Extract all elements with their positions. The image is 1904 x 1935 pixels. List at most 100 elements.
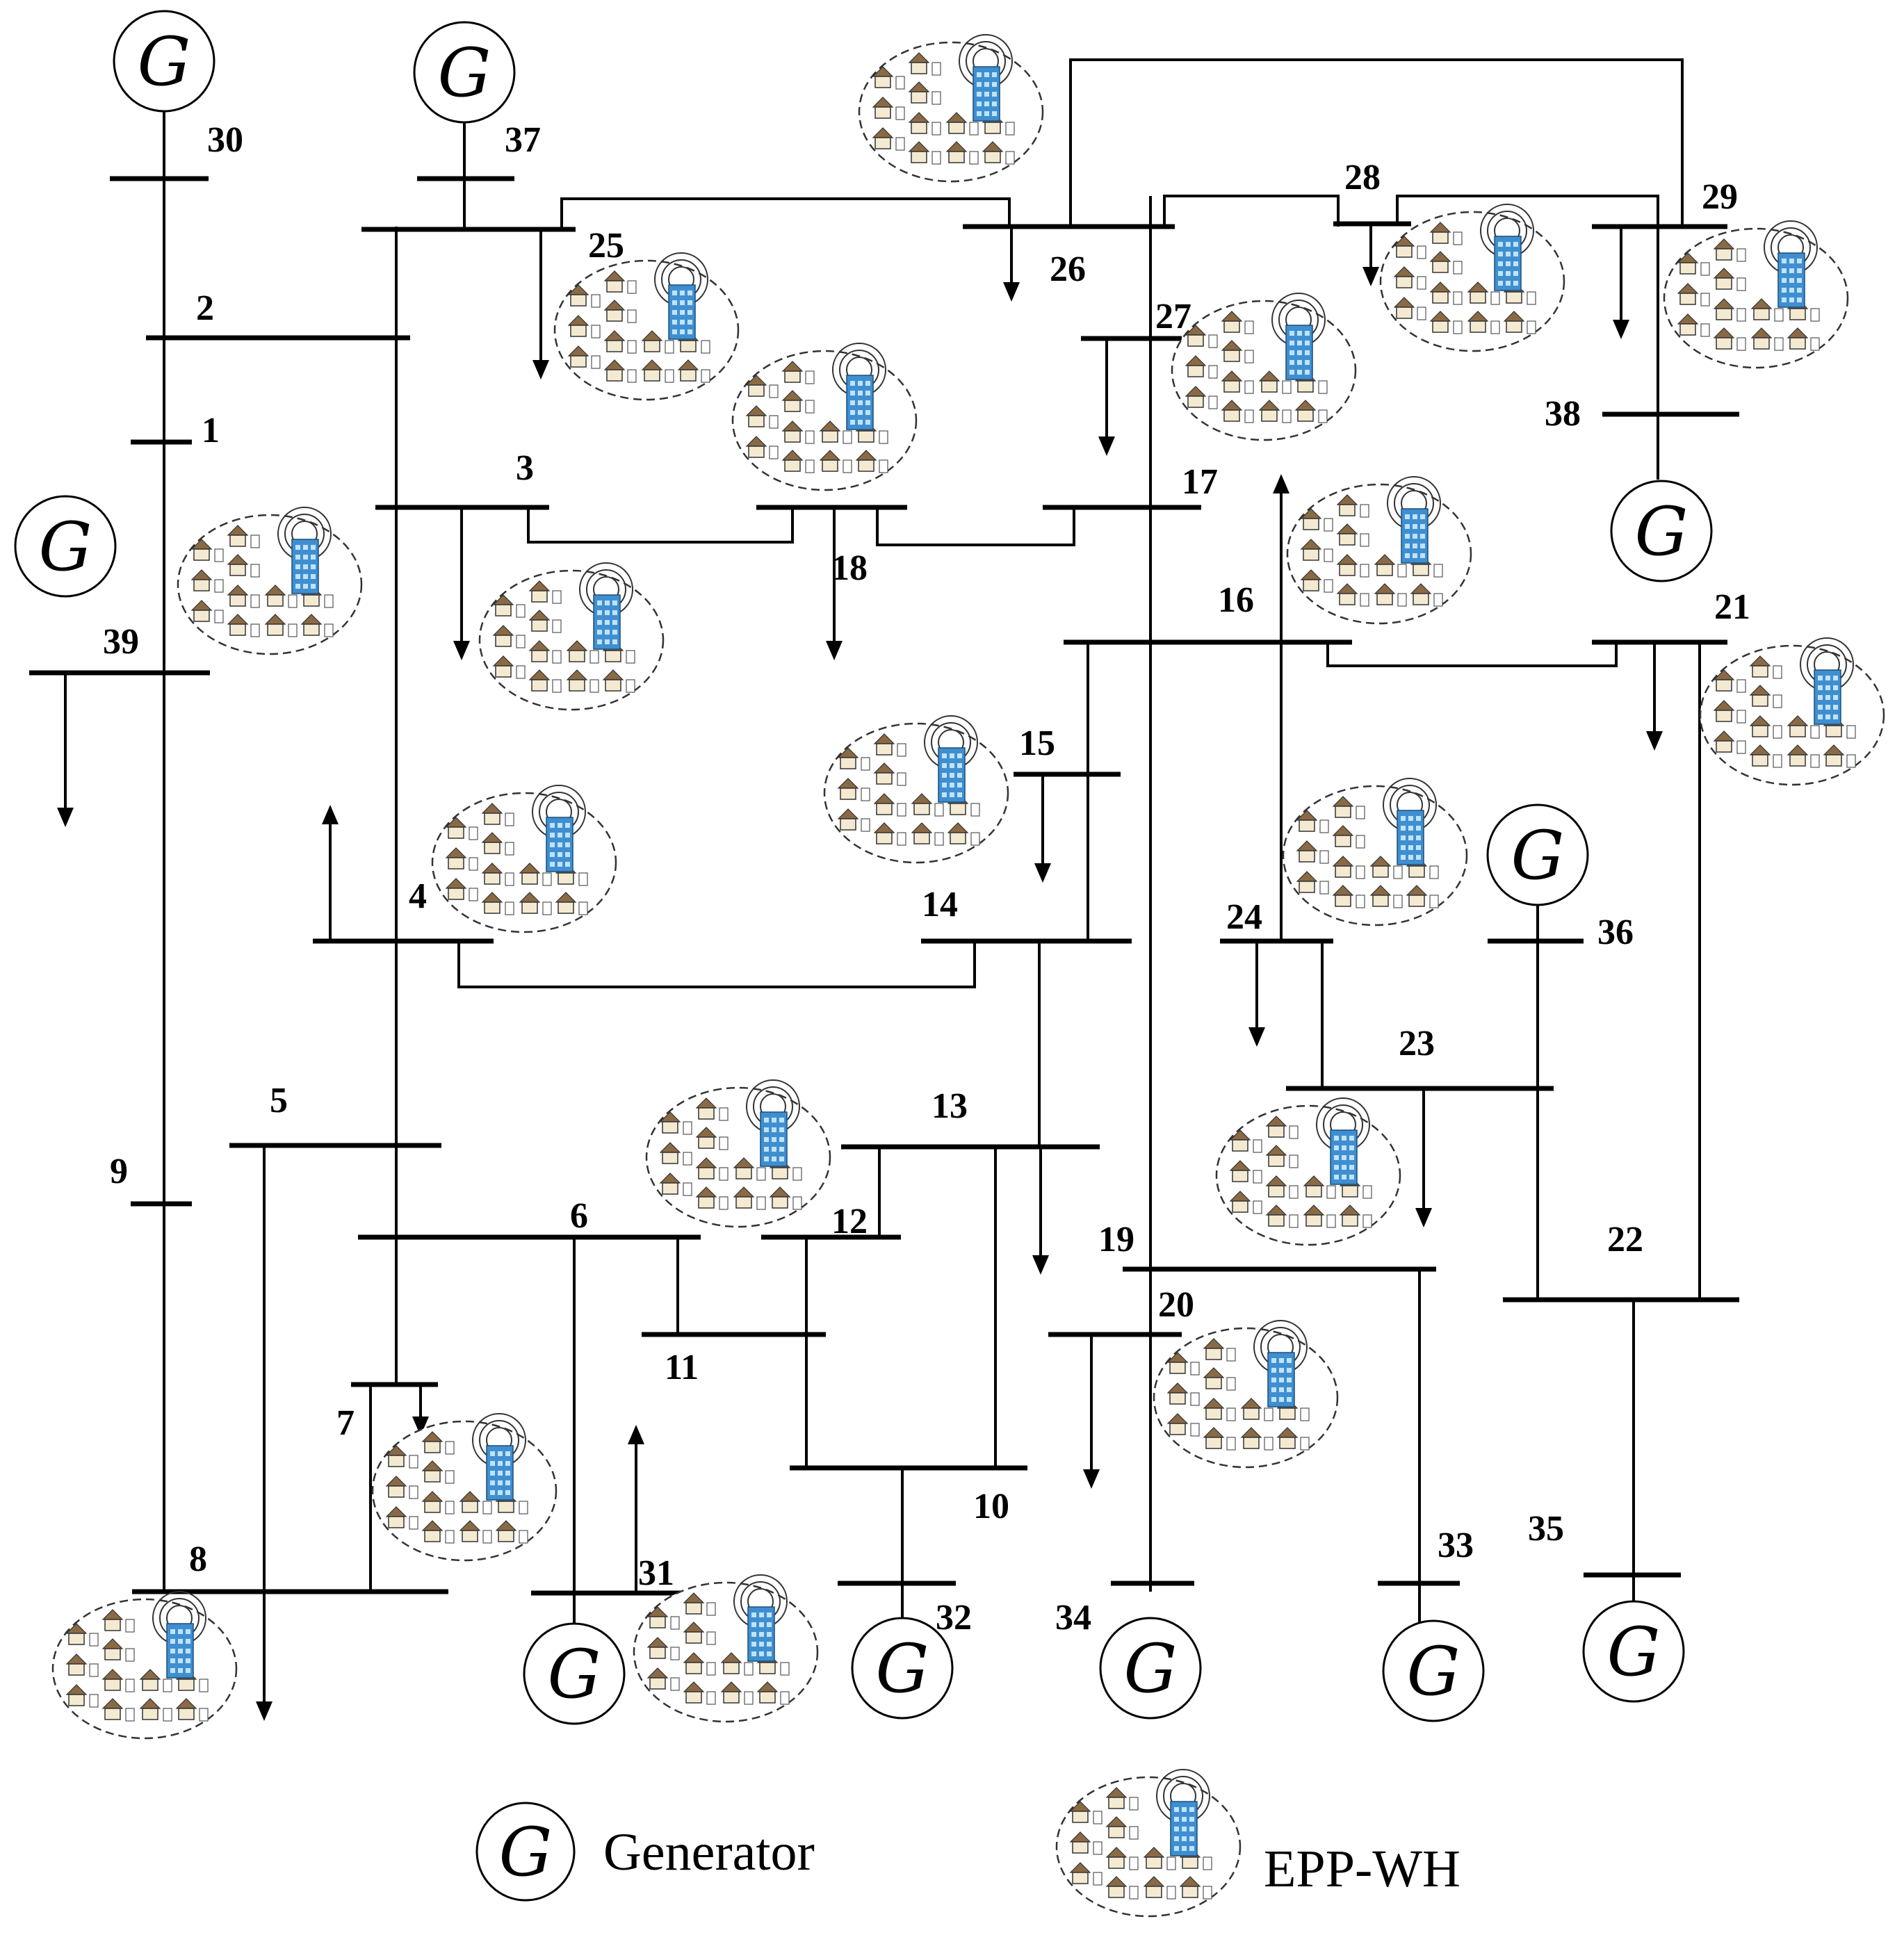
load-arrow-20 xyxy=(1083,1334,1100,1489)
epp-wh-cluster-31 xyxy=(633,1574,819,1723)
svg-text:G: G xyxy=(1407,1633,1460,1711)
load-arrows xyxy=(57,224,1663,1721)
epp-wh-cluster-8 xyxy=(51,1590,238,1740)
bus-label-31: 31 xyxy=(638,1553,674,1593)
epp-wh-cluster-3 xyxy=(478,562,665,711)
bus-label-5: 5 xyxy=(270,1081,288,1120)
load-arrow-28 xyxy=(1362,224,1379,286)
epp-wh-clusters xyxy=(51,33,1885,1740)
bus-label-27: 27 xyxy=(1155,297,1191,336)
load-arrow-7 xyxy=(412,1385,429,1436)
bus-label-11: 11 xyxy=(665,1348,699,1387)
bus-label-30: 30 xyxy=(207,120,243,160)
bus-label-24: 24 xyxy=(1226,897,1262,937)
bus-label-37: 37 xyxy=(505,120,541,160)
bus-label-7: 7 xyxy=(336,1403,355,1443)
load-arrow-21 xyxy=(1646,642,1663,751)
legend-generator-label: Generator xyxy=(603,1823,815,1881)
bus-label-6: 6 xyxy=(570,1196,588,1236)
bus-label-32: 32 xyxy=(936,1598,972,1638)
generator-33: G xyxy=(1382,1619,1485,1722)
bus-label-17: 17 xyxy=(1182,462,1218,502)
bus-label-3: 3 xyxy=(516,448,534,488)
bus-label-15: 15 xyxy=(1019,724,1055,763)
bus-label-12: 12 xyxy=(831,1202,868,1241)
generator-37: G xyxy=(413,21,516,124)
load-arrow-8 xyxy=(256,1592,272,1721)
generator-36: G xyxy=(1486,803,1589,906)
epp-wh-cluster-24 xyxy=(1282,777,1468,926)
load-arrow-27 xyxy=(1098,338,1115,456)
bus-label-36: 36 xyxy=(1597,913,1634,952)
bus-label-8: 8 xyxy=(189,1540,207,1579)
load-arrow-3 xyxy=(453,507,470,660)
bus-label-21: 21 xyxy=(1714,587,1750,627)
bus-labels: 30 37 25 26 28 29 2 27 38 1 3 17 18 16 2… xyxy=(103,120,1750,1638)
epp-wh-cluster-16 xyxy=(1286,475,1472,625)
load-arrow-31 xyxy=(628,1425,644,1593)
bus-label-25: 25 xyxy=(588,226,624,266)
load-arrow-25 xyxy=(532,229,549,379)
svg-text:G: G xyxy=(1607,1613,1661,1691)
epp-wh-cluster-29 xyxy=(1663,220,1849,369)
generator-39: G xyxy=(14,495,117,598)
bus-label-18: 18 xyxy=(831,548,868,588)
epp-wh-cluster-26 xyxy=(858,33,1044,183)
epp-wh-cluster-2 xyxy=(177,506,363,655)
legend-epp-wh-icon xyxy=(1055,1768,1242,1918)
generator-31: G xyxy=(523,1622,626,1725)
svg-text:G: G xyxy=(548,1635,601,1713)
generator-32: G xyxy=(851,1617,954,1720)
legend-epp-wh-label: EPP-WH xyxy=(1264,1840,1460,1898)
load-arrow-18 xyxy=(826,507,843,660)
bus-label-34: 34 xyxy=(1055,1598,1091,1638)
epp-wh-cluster-20 xyxy=(1153,1319,1339,1469)
svg-text:G: G xyxy=(438,34,491,112)
epp-wh-cluster-7 xyxy=(371,1412,558,1562)
load-arrow-14 xyxy=(1032,1147,1049,1275)
legend-generator-icon: G xyxy=(475,1802,576,1902)
bus-label-9: 9 xyxy=(110,1152,128,1191)
legend: G Generator EPP-WH xyxy=(475,1768,1460,1918)
svg-text:G: G xyxy=(1511,817,1565,895)
branch-lines xyxy=(163,58,1701,1668)
bus-label-13: 13 xyxy=(931,1086,968,1126)
generator-30: G xyxy=(113,10,215,113)
load-arrow-29 xyxy=(1613,227,1629,339)
epp-wh-cluster-23 xyxy=(1215,1097,1401,1246)
load-arrow-15 xyxy=(1034,774,1051,883)
bus-label-14: 14 xyxy=(922,885,958,924)
svg-text:G: G xyxy=(876,1630,929,1708)
svg-text:G: G xyxy=(1124,1630,1178,1708)
svg-text:G: G xyxy=(499,1813,553,1891)
bus-label-19: 19 xyxy=(1098,1220,1134,1259)
generators: G G G G G G G G G G xyxy=(14,10,1713,1725)
svg-text:G: G xyxy=(1635,493,1689,571)
svg-text:G: G xyxy=(39,508,92,586)
epp-wh-cluster-27 xyxy=(1171,292,1357,441)
generator-34: G xyxy=(1099,1617,1202,1720)
bus-label-38: 38 xyxy=(1545,394,1581,434)
bus-label-22: 22 xyxy=(1607,1220,1643,1259)
epp-wh-cluster-15 xyxy=(823,715,1009,864)
bus-label-4: 4 xyxy=(409,876,427,916)
bus-label-28: 28 xyxy=(1344,158,1381,197)
bus-label-33: 33 xyxy=(1438,1526,1474,1565)
load-arrow-4 xyxy=(322,805,339,941)
epp-wh-cluster-18 xyxy=(731,342,918,491)
generator-38: G xyxy=(1610,480,1713,582)
bus-label-2: 2 xyxy=(196,288,214,328)
bus-label-1: 1 xyxy=(202,411,220,450)
bus-label-26: 26 xyxy=(1050,250,1086,289)
bus-label-29: 29 xyxy=(1702,177,1738,217)
bus-label-16: 16 xyxy=(1218,580,1254,620)
epp-wh-cluster-21 xyxy=(1699,637,1885,786)
load-arrow-16 xyxy=(1273,474,1289,642)
bus-label-20: 20 xyxy=(1158,1285,1194,1325)
load-arrow-39 xyxy=(57,673,74,827)
bus-label-23: 23 xyxy=(1399,1024,1435,1063)
epp-wh-cluster-28 xyxy=(1379,203,1565,352)
generator-35: G xyxy=(1582,1600,1685,1703)
epp-wh-cluster-4 xyxy=(431,784,617,933)
